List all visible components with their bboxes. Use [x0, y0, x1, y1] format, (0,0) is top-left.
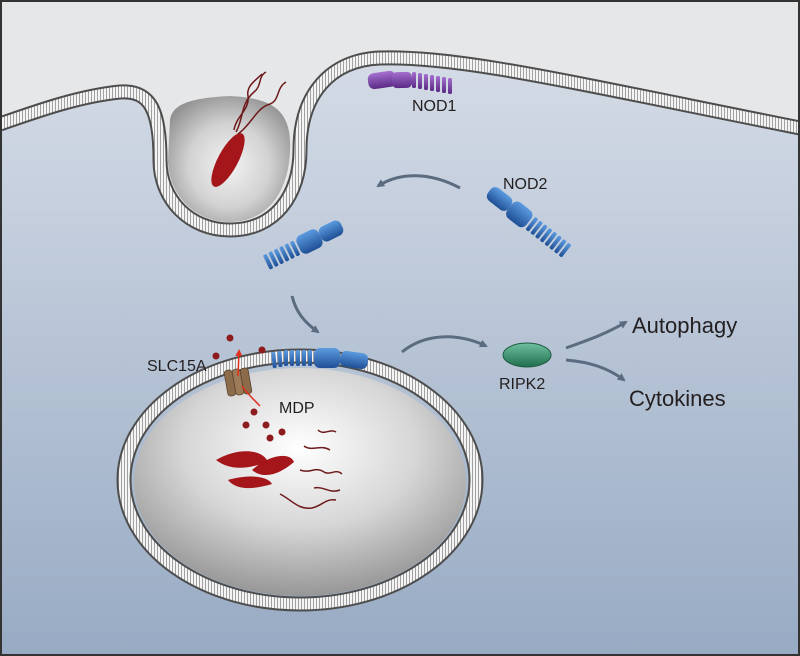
ripk2-label: RIPK2 — [499, 376, 545, 393]
nod1-label: NOD1 — [412, 98, 457, 115]
plasma-membrane — [0, 50, 800, 238]
mdp-transport-arrow-out — [235, 349, 243, 377]
nod1-protein — [367, 70, 452, 94]
nod2-protein-at-cup — [263, 220, 344, 270]
mdp-particles — [212, 334, 286, 442]
arrow-nod2-to-cup — [376, 174, 461, 190]
flagella-fragments — [279, 429, 343, 509]
nod2-protein-cytosolic — [486, 187, 571, 258]
nod2-label: NOD2 — [503, 176, 548, 193]
autophagy-label: Autophagy — [632, 313, 737, 338]
mdp-label: MDP — [279, 400, 315, 417]
arrow-ripk2-to-cytokines — [565, 358, 626, 382]
bacterial-fragments — [216, 451, 294, 489]
bacterium-in-cup — [211, 71, 287, 187]
cytokines-label: Cytokines — [629, 386, 726, 411]
arrow-ripk2-to-autophagy — [565, 320, 628, 350]
ripk2-protein — [502, 342, 552, 368]
endosome — [116, 348, 484, 612]
arrow-endosome-to-ripk2 — [401, 335, 488, 354]
nod2-protein-at-endosome — [271, 348, 369, 370]
arrow-cup-to-endosome — [290, 295, 320, 334]
mdp-transport-arrow-in — [241, 385, 261, 407]
slc15a-label: SLC15A — [147, 358, 207, 375]
